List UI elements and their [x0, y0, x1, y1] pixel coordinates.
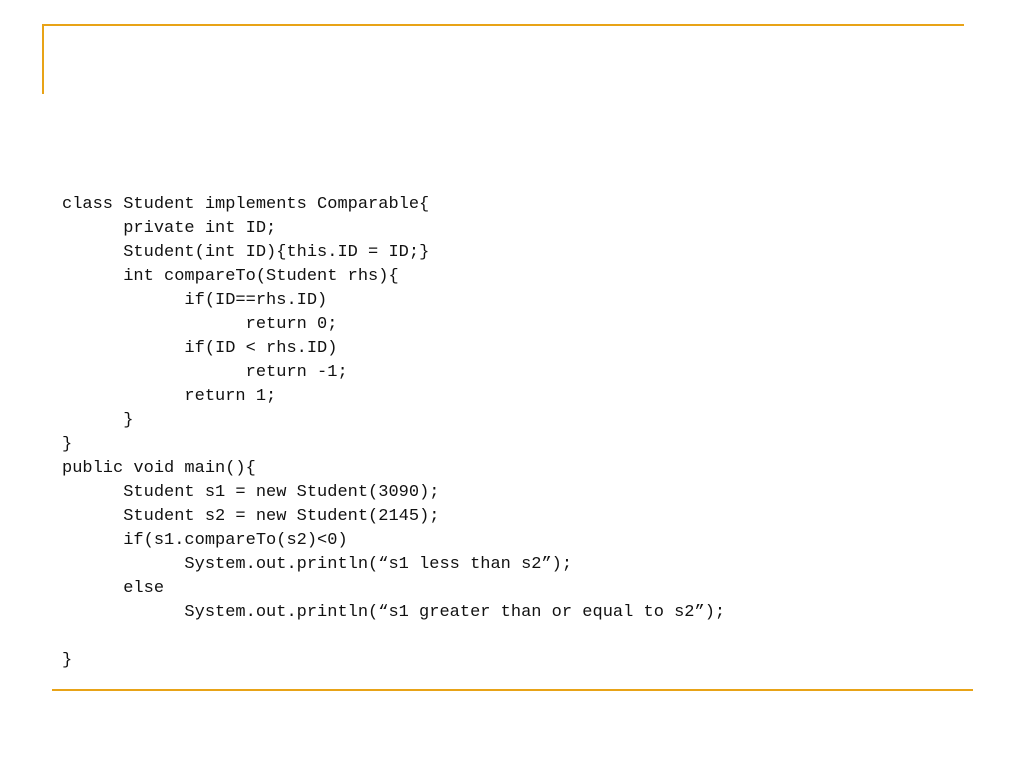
code-line: System.out.println(“s1 less than s2”);: [62, 555, 573, 574]
code-line: int compareTo(Student rhs){: [62, 267, 399, 286]
top-accent-rule: [42, 24, 964, 26]
code-line: return -1;: [62, 363, 348, 382]
code-line: System.out.println(“s1 greater than or e…: [62, 603, 726, 622]
code-line: public void main(){: [62, 459, 256, 478]
code-line: else: [62, 579, 165, 598]
code-line: if(ID==rhs.ID): [62, 291, 328, 310]
code-line: private int ID;: [62, 219, 277, 238]
code-block: class Student implements Comparable{ pri…: [62, 193, 725, 673]
left-accent-rule: [42, 24, 44, 94]
code-line: if(s1.compareTo(s2)<0): [62, 531, 348, 550]
code-line: if(ID < rhs.ID): [62, 339, 338, 358]
code-line: Student s1 = new Student(3090);: [62, 483, 440, 502]
bottom-accent-rule: [52, 689, 973, 691]
code-line: [62, 625, 725, 649]
code-line: return 1;: [62, 387, 277, 406]
code-line: Student s2 = new Student(2145);: [62, 507, 440, 526]
code-line: Student(int ID){this.ID = ID;}: [62, 243, 430, 262]
code-line: }: [62, 651, 73, 670]
code-line: class Student implements Comparable{: [62, 195, 430, 214]
code-line: return 0;: [62, 315, 338, 334]
code-line: }: [62, 411, 134, 430]
code-line: }: [62, 435, 73, 454]
